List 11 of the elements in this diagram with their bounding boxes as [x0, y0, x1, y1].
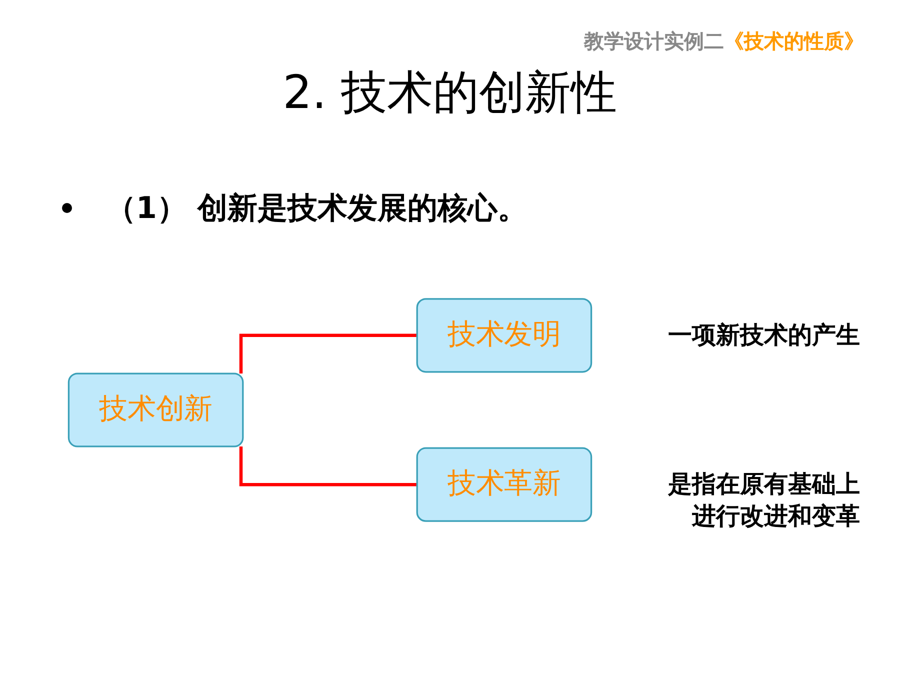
- node-box: 技术创新: [68, 372, 244, 448]
- node-box: 技术革新: [416, 447, 592, 522]
- connector: [239, 334, 418, 374]
- node-caption: 是指在原有基础上进行改进和变革: [667, 469, 860, 532]
- header-title: 《技术的性质》: [724, 29, 864, 53]
- connector: [239, 446, 418, 486]
- slide-title: 2. 技术的创新性: [282, 64, 618, 121]
- header-text: 教学设计实例二: [584, 29, 724, 53]
- bullet-text: （1） 创新是技术发展的核心。: [106, 191, 528, 226]
- node-caption: 一项新技术的产生: [667, 320, 860, 352]
- node-box: 技术发明: [416, 298, 592, 373]
